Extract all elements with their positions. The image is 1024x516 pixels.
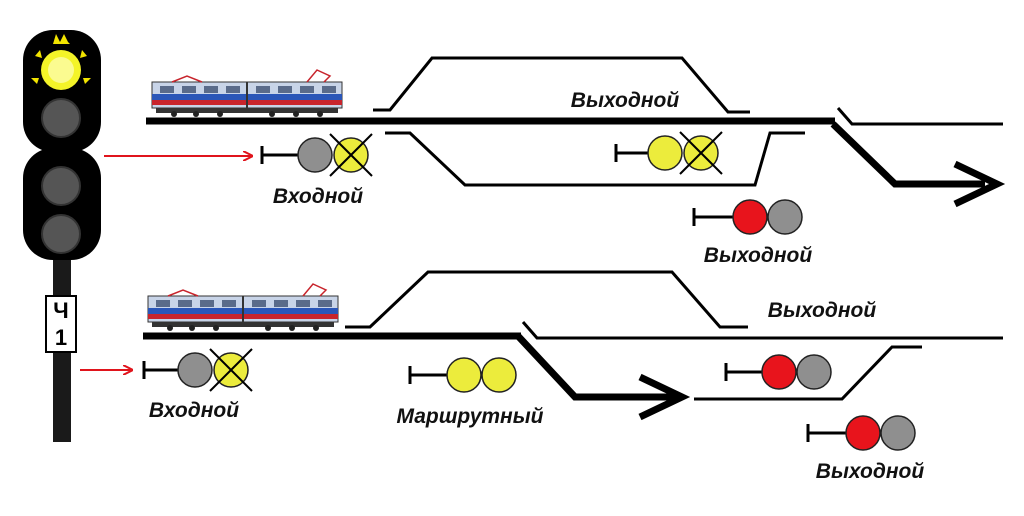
siding-track xyxy=(694,345,922,401)
exit-signal-bottom-upper xyxy=(724,354,832,390)
lamp-grey xyxy=(796,354,832,390)
lamp-red xyxy=(732,199,768,235)
lamp-grey xyxy=(177,352,213,388)
label-route-bottom: Маршрутный xyxy=(396,405,543,428)
mast-plate xyxy=(45,295,77,353)
route-path xyxy=(515,333,680,401)
siding-track xyxy=(345,270,748,329)
lamp-unlit xyxy=(41,98,81,138)
route-arrow-icon xyxy=(953,160,1006,208)
lamp-red xyxy=(845,415,881,451)
plate-top: Ч xyxy=(53,298,68,323)
label-exit-bottom-lower: Выходной xyxy=(816,460,925,483)
train-icon xyxy=(147,283,339,332)
entry-signal-top xyxy=(260,133,373,177)
plate-bottom: 1 xyxy=(55,325,67,350)
flashing-marks-icon xyxy=(329,133,373,177)
lamp-red xyxy=(761,354,797,390)
route-arrow-icon xyxy=(638,373,691,421)
entry-signal-bottom xyxy=(142,348,253,392)
flash-indicator-icon xyxy=(31,34,91,84)
bottom-station-tracks xyxy=(143,270,1003,421)
siding-track xyxy=(373,56,750,114)
exit-signal-top xyxy=(692,199,803,235)
route-path xyxy=(830,121,985,188)
lamp-grey xyxy=(297,137,333,173)
lamp-unlit xyxy=(41,166,81,206)
top-station-tracks xyxy=(146,56,1006,208)
lamp-yellow xyxy=(647,135,683,171)
siding-track xyxy=(385,131,805,187)
label-exit-top-lower: Выходной xyxy=(704,244,813,267)
route-signal-bottom xyxy=(408,357,517,393)
label-entry-bottom: Входной xyxy=(149,399,239,422)
lamp-yellow xyxy=(481,357,517,393)
label-entry-top: Входной xyxy=(273,185,363,208)
lamp-grey xyxy=(880,415,916,451)
lamp-yellow xyxy=(446,357,482,393)
exit-track xyxy=(836,107,1003,126)
lamp-grey xyxy=(767,199,803,235)
flashing-marks-icon xyxy=(679,131,723,175)
lamp-yellow-glow xyxy=(48,57,74,83)
exit-signal-bottom-lower xyxy=(806,415,916,451)
flashing-marks-icon xyxy=(209,348,253,392)
route-signal-top xyxy=(614,131,723,175)
label-exit-top-upper: Выходной xyxy=(571,89,680,112)
train-icon xyxy=(151,69,343,118)
label-exit-bottom-upper: Выходной xyxy=(768,299,877,322)
signal-mast: Ч 1 xyxy=(23,30,101,442)
lamp-unlit xyxy=(41,214,81,254)
exit-track xyxy=(521,321,1003,340)
